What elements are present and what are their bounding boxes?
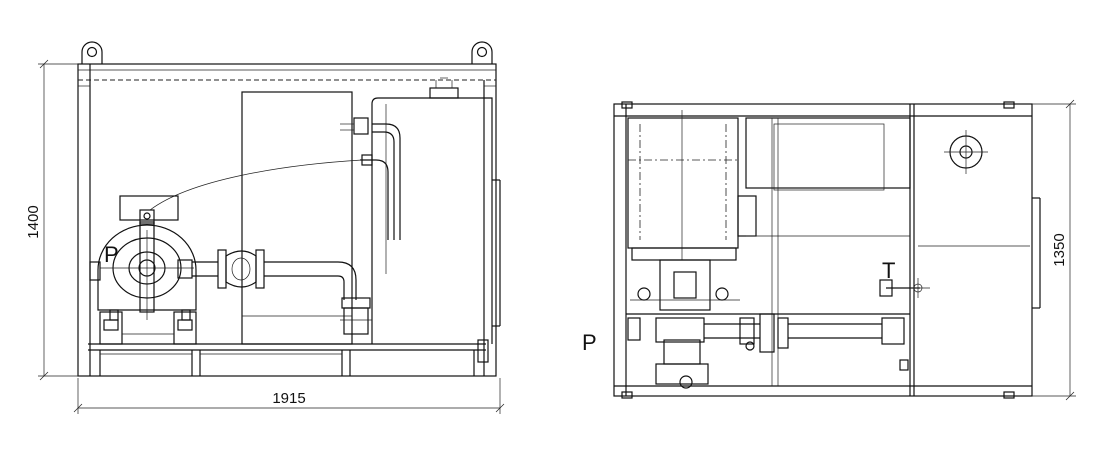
outlet-pipe bbox=[177, 249, 372, 335]
lifting-lug-right bbox=[471, 41, 493, 64]
tank-filler-cap bbox=[918, 130, 1030, 247]
pump-motor-assembly bbox=[89, 195, 197, 345]
front-width-value: 1915 bbox=[272, 390, 305, 407]
front-height-dimension: 1400 bbox=[25, 59, 80, 381]
base-skid bbox=[88, 339, 489, 376]
front-width-dimension: 1915 bbox=[73, 378, 505, 414]
control-panel bbox=[241, 91, 353, 345]
lifting-lug-left bbox=[81, 41, 103, 64]
top-view: P T 1350 bbox=[582, 99, 1076, 401]
side-height-dimension: 1350 bbox=[1032, 99, 1076, 401]
motor-top-view bbox=[627, 110, 757, 311]
front-view: P 1400 1915 bbox=[25, 41, 505, 414]
frame-outline bbox=[77, 63, 497, 377]
front-height-value: 1400 bbox=[25, 205, 42, 238]
top-t-label: T bbox=[882, 258, 895, 283]
side-height-value: 1350 bbox=[1051, 233, 1068, 266]
oil-tank bbox=[371, 77, 501, 344]
top-pump-label: P bbox=[582, 330, 597, 355]
top-frame-outline bbox=[613, 103, 1033, 397]
front-pump-label: P bbox=[104, 242, 119, 267]
pump-row-top-view bbox=[626, 313, 910, 389]
tank-t-fitting bbox=[879, 278, 930, 298]
return-pipes bbox=[149, 117, 401, 240]
